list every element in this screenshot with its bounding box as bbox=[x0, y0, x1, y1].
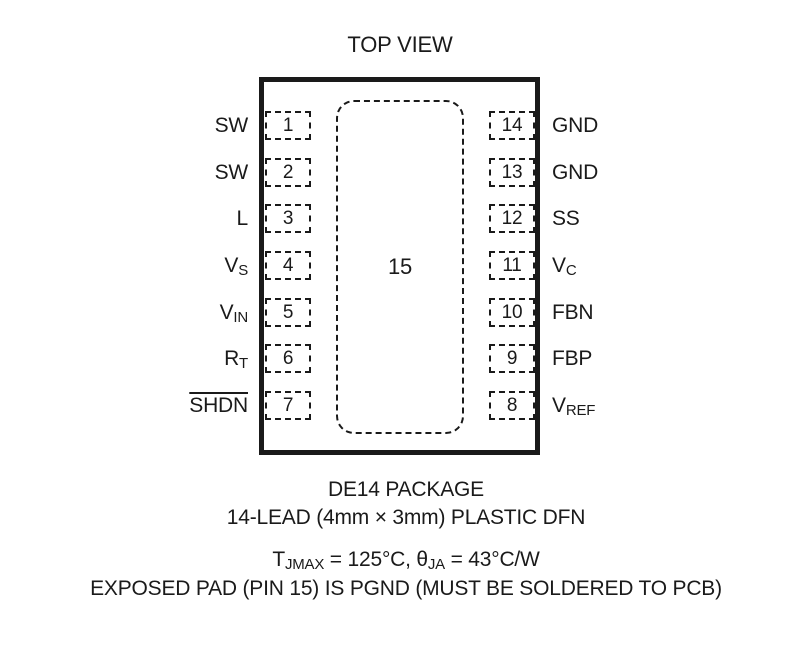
pin-6-box: 6 bbox=[265, 344, 311, 373]
label-sub: C bbox=[565, 262, 577, 279]
pin-14-box: 14 bbox=[489, 111, 535, 140]
text-part: T bbox=[272, 548, 285, 571]
pin-1-label: SW bbox=[0, 111, 249, 140]
text-part: θ bbox=[416, 548, 428, 571]
pin-9-label: FBP bbox=[552, 344, 808, 373]
thermal-note: TJMAX = 125°C, θJA = 43°C/W bbox=[0, 548, 812, 573]
label-text: FBP bbox=[552, 347, 593, 370]
text-part: = 125°C, bbox=[324, 548, 417, 571]
pin-11-box: 11 bbox=[489, 251, 535, 280]
label-text: R bbox=[224, 347, 240, 370]
pin-13-box: 13 bbox=[489, 158, 535, 187]
pin-6-label: RT bbox=[0, 344, 248, 373]
pin-7-label: SHDN bbox=[0, 391, 248, 420]
pin-1-box: 1 bbox=[265, 111, 311, 140]
label-sub: IN bbox=[233, 309, 248, 326]
label-sub: S bbox=[238, 262, 248, 279]
pin-number: 9 bbox=[506, 347, 518, 369]
exposed-pad: 15 bbox=[336, 100, 464, 434]
pin-3-label: L bbox=[0, 204, 249, 233]
pin-number: 6 bbox=[282, 347, 294, 369]
label-text: L bbox=[236, 207, 249, 230]
pin-13-label: GND bbox=[552, 158, 808, 187]
label-text: V bbox=[552, 394, 566, 417]
label-text: GND bbox=[552, 161, 599, 184]
pin-number: 5 bbox=[282, 301, 294, 323]
label-text: V bbox=[219, 301, 234, 324]
pin-number: 7 bbox=[282, 394, 294, 416]
pin-number: 4 bbox=[282, 254, 294, 276]
pin-8-box: 8 bbox=[489, 391, 535, 420]
pin-number: 12 bbox=[501, 207, 523, 229]
pin-8-label: VREF bbox=[552, 391, 808, 420]
pin-number: 2 bbox=[282, 161, 294, 183]
top-view-title: TOP VIEW bbox=[347, 32, 453, 57]
pin-2-label: SW bbox=[0, 158, 249, 187]
label-sub: T bbox=[239, 355, 248, 372]
label-text: GND bbox=[552, 114, 599, 137]
pin-11-label: VC bbox=[552, 251, 808, 280]
pin-12-label: SS bbox=[552, 204, 808, 233]
pin-number: 11 bbox=[502, 254, 522, 276]
package-description: 14-LEAD (4mm × 3mm) PLASTIC DFN bbox=[226, 506, 586, 529]
package-name: DE14 PACKAGE bbox=[328, 478, 484, 501]
pin-4-box: 4 bbox=[265, 251, 311, 280]
text-part: JMAX bbox=[284, 556, 325, 573]
pin-10-label: FBN bbox=[552, 298, 808, 327]
label-text: SS bbox=[552, 207, 580, 230]
label-text: SW bbox=[214, 114, 249, 137]
pin-9-box: 9 bbox=[489, 344, 535, 373]
pin-5-box: 5 bbox=[265, 298, 311, 327]
exposed-pad-note: EXPOSED PAD (PIN 15) IS PGND (MUST BE SO… bbox=[90, 577, 722, 600]
label-text: V bbox=[552, 254, 566, 277]
label-text: SHDN bbox=[189, 394, 248, 417]
pin-number: 10 bbox=[501, 301, 523, 323]
pin-14-label: GND bbox=[552, 111, 808, 140]
pin-number: 3 bbox=[282, 207, 294, 229]
label-text: V bbox=[224, 254, 239, 277]
label-text: FBN bbox=[552, 301, 594, 324]
text-part: = 43°C/W bbox=[444, 548, 540, 571]
label-text: SW bbox=[214, 161, 249, 184]
pin-5-label: VIN bbox=[0, 298, 249, 327]
pin-number: 8 bbox=[506, 394, 518, 416]
pin-number: 13 bbox=[501, 161, 523, 183]
pin-3-box: 3 bbox=[265, 204, 311, 233]
pin-10-box: 10 bbox=[489, 298, 535, 327]
pin-2-box: 2 bbox=[265, 158, 311, 187]
text-part: JA bbox=[427, 556, 445, 573]
pin-7-box: 7 bbox=[265, 391, 311, 420]
exposed-pad-number: 15 bbox=[387, 254, 413, 279]
pin-number: 14 bbox=[501, 114, 523, 136]
pin-number: 1 bbox=[282, 114, 294, 136]
pin-4-label: VS bbox=[0, 251, 248, 280]
label-sub: REF bbox=[565, 402, 596, 419]
pin-12-box: 12 bbox=[489, 204, 535, 233]
